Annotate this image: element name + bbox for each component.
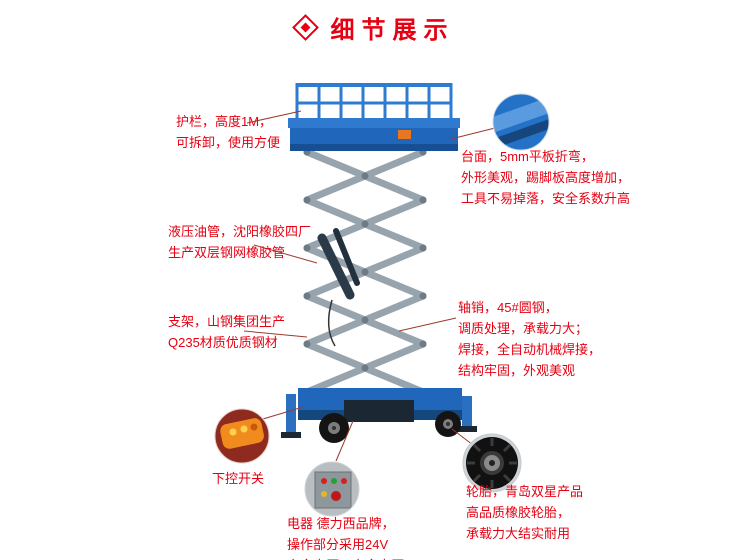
leader-lines xyxy=(243,110,496,462)
left-outrigger-foot xyxy=(281,432,301,438)
leader-hydraulic xyxy=(253,244,318,264)
annotation-line: 液压油管，沈阳橡胶四厂 xyxy=(168,224,312,239)
hydraulic-cylinder xyxy=(317,228,360,347)
right-outrigger-foot xyxy=(457,426,477,432)
callout-tire xyxy=(462,433,522,493)
annotation-line: 工具不易掉落，安全系数升高 xyxy=(461,191,631,206)
annotation-line: 下控开关 xyxy=(212,471,265,486)
leader-tire xyxy=(451,428,474,446)
annotation-frame: 支架，山钢集团生产 Q235材质优质钢材 xyxy=(168,311,285,353)
left-wheel xyxy=(319,413,349,443)
annotation-line: 轴销，45#圆钢， xyxy=(458,300,558,315)
leader-control-box xyxy=(335,420,354,462)
right-outrigger xyxy=(462,396,472,428)
annotation-line: 电器 德力西品牌， xyxy=(287,516,395,531)
annotation-line: 支架，山钢集团生产 xyxy=(168,314,286,329)
leader-frame xyxy=(243,330,308,338)
platform-control-box xyxy=(398,130,411,139)
annotation-tire: 轮胎，青岛双星产品 高品质橡胶轮胎， 承载力大结实耐用 xyxy=(466,481,583,544)
annotation-line: 护栏，高度1M， xyxy=(176,114,273,129)
annotation-line: 台面，5mm平板折弯， xyxy=(461,149,594,164)
battery-box xyxy=(344,400,414,422)
annotation-line: 轮胎，青岛双星产品 xyxy=(466,484,584,499)
annotation-platform: 台面，5mm平板折弯， 外形美观，踢脚板高度增加， 工具不易掉落，安全系数升高 xyxy=(461,146,630,209)
leader-platform xyxy=(450,127,496,140)
platform xyxy=(288,83,460,151)
annotation-line: 安全电压，安全电压 xyxy=(287,555,404,560)
platform-body xyxy=(290,128,458,144)
scissor-pivot-pins xyxy=(303,148,427,396)
leader-guardrail xyxy=(246,110,302,124)
annotation-guardrail: 护栏，高度1M， 可拆卸，使用方便 xyxy=(176,111,280,153)
power-cable xyxy=(327,299,336,347)
annotation-line: 可拆卸，使用方便 xyxy=(176,135,281,150)
annotation-electric: 电器 德力西品牌， 操作部分采用24V 安全电压，安全电压 xyxy=(287,513,404,560)
page-title: 细节展示 xyxy=(330,17,455,44)
annotation-line: Q235材质优质钢材 xyxy=(168,335,278,350)
annotation-lower-switch: 下控开关 xyxy=(212,468,264,489)
leader-pin xyxy=(398,317,457,332)
callout-platform-detail xyxy=(492,93,550,151)
annotation-line: 焊接，全自动机械焊接， xyxy=(458,342,602,357)
left-outrigger xyxy=(286,394,296,434)
annotation-pin: 轴销，45#圆钢， 调质处理，承载力大； 焊接，全自动机械焊接， 结构牢固，外观… xyxy=(458,297,601,381)
annotation-hydraulic: 液压油管，沈阳橡胶四厂 生产双层钢网橡胶管 xyxy=(168,221,311,263)
annotation-line: 结构牢固，外观美观 xyxy=(458,363,576,378)
annotation-line: 生产双层钢网橡胶管 xyxy=(168,245,286,260)
annotation-line: 调质处理，承载力大； xyxy=(458,321,589,336)
annotation-line: 高品质橡胶轮胎， xyxy=(466,505,571,520)
base-chassis xyxy=(281,388,477,443)
annotation-line: 承载力大结实耐用 xyxy=(466,526,571,541)
callout-control-box xyxy=(304,461,360,517)
guardrail xyxy=(295,83,453,121)
annotation-line: 外形美观，踢脚板高度增加， xyxy=(461,170,631,185)
platform-underside xyxy=(290,144,458,151)
platform-lip xyxy=(288,118,460,128)
page-header: 细节展示 xyxy=(0,10,750,45)
annotation-line: 操作部分采用24V xyxy=(287,537,389,552)
leader-remote xyxy=(262,406,304,420)
callout-remote-control xyxy=(214,408,270,464)
